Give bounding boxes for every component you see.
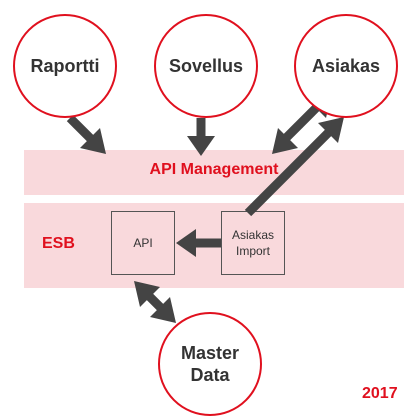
arrow-asiakas-import-to-api — [176, 229, 221, 257]
raportti-label: Raportti — [30, 56, 100, 76]
api-management-label: API Management — [149, 161, 279, 178]
api-management-layer: API Management — [24, 150, 404, 195]
master-data-label: Master Data — [180, 343, 240, 385]
raportti-node: Raportti — [13, 14, 117, 118]
asiakas-label: Asiakas — [311, 56, 381, 76]
esb-label: ESB — [42, 235, 75, 252]
api-box: API — [111, 211, 175, 275]
year-label: 2017 — [362, 385, 398, 402]
arrow-api-master-data-bidirectional — [134, 281, 176, 323]
arrow-raportti-to-api-management — [66, 114, 106, 154]
arrow-asiakas-import-to-asiakas — [244, 117, 344, 217]
asiakas-node: Asiakas — [294, 14, 398, 118]
sovellus-node: Sovellus — [154, 14, 258, 118]
master-data-node: Master Data — [158, 312, 262, 416]
sovellus-label: Sovellus — [168, 56, 244, 76]
arrow-sovellus-to-api-management — [187, 118, 215, 156]
